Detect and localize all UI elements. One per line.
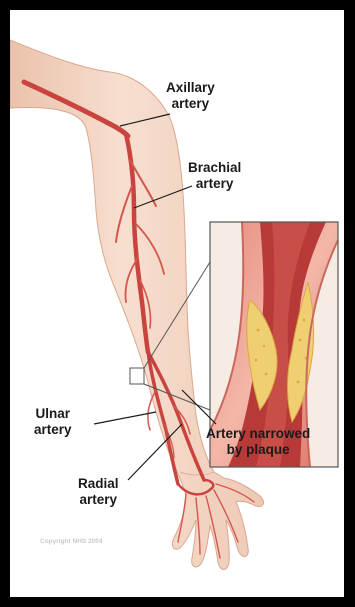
copyright-text: Copyright NHS 2004 (40, 538, 103, 545)
label-line: Axillary (166, 80, 215, 96)
label-line: Artery narrowed (206, 426, 310, 442)
label-line: Ulnar (34, 406, 72, 422)
label-axillary-artery: Axillary artery (166, 80, 215, 112)
label-line: artery (188, 176, 241, 192)
label-line: artery (34, 422, 72, 438)
label-artery-narrowed: Artery narrowed by plaque (206, 426, 310, 458)
label-line: artery (78, 492, 119, 508)
label-ulnar-artery: Ulnar artery (34, 406, 72, 438)
narrowing-marker (130, 368, 144, 384)
label-line: Brachial (188, 160, 241, 176)
label-line: by plaque (206, 442, 310, 458)
label-line: Radial (78, 476, 119, 492)
label-radial-artery: Radial artery (78, 476, 119, 508)
label-brachial-artery: Brachial artery (188, 160, 241, 192)
label-line: artery (166, 96, 215, 112)
diagram-canvas: Axillary artery Brachial artery Ulnar ar… (10, 10, 344, 597)
